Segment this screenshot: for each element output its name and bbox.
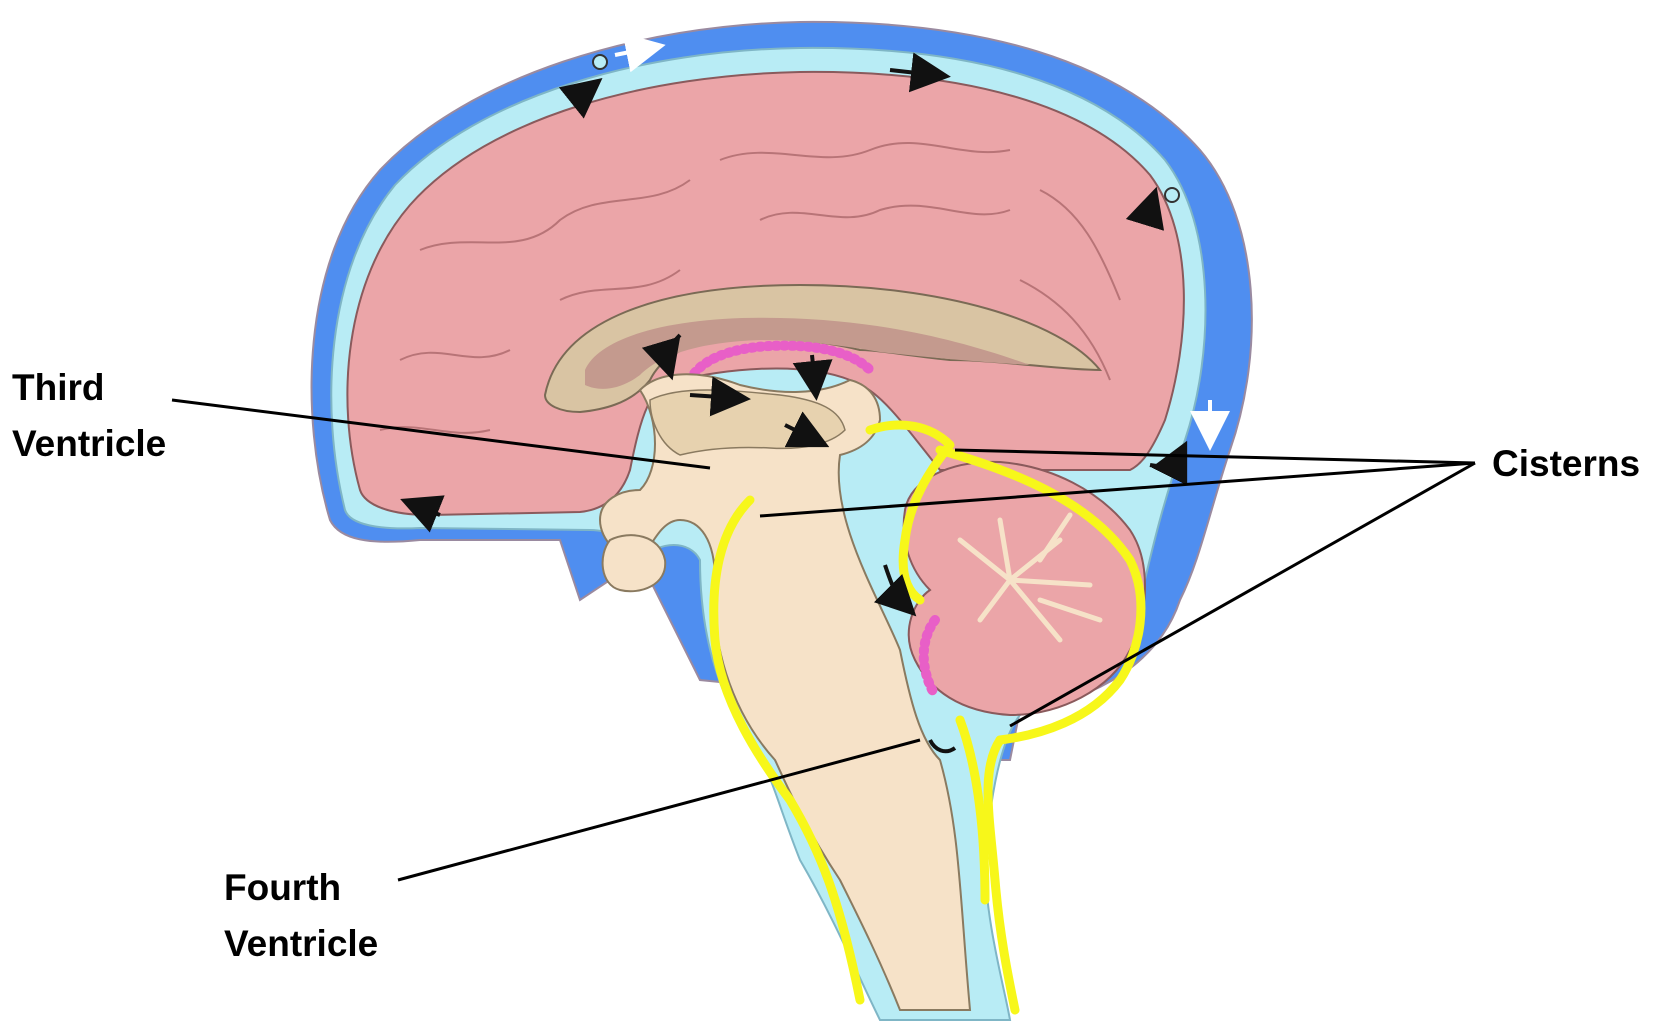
label-third-ventricle-line1: Third	[12, 360, 166, 416]
label-fourth-ventricle-line1: Fourth	[224, 860, 378, 916]
label-fourth-ventricle-line2: Ventricle	[224, 916, 378, 972]
label-fourth-ventricle: Fourth Ventricle	[224, 860, 378, 972]
label-third-ventricle: Third Ventricle	[12, 360, 166, 472]
label-cisterns: Cisterns	[1492, 436, 1640, 492]
label-cisterns-text: Cisterns	[1492, 436, 1640, 492]
pituitary	[603, 535, 666, 591]
label-third-ventricle-line2: Ventricle	[12, 416, 166, 472]
